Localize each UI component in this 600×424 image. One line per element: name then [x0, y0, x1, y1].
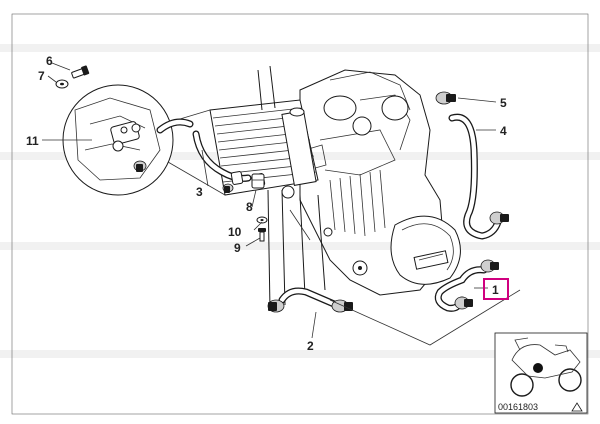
clamp-hose1-upper	[480, 259, 499, 273]
washer-10	[256, 216, 268, 224]
hose-connector-8	[251, 173, 265, 189]
callout-4: 4	[500, 124, 507, 138]
frame-tube	[257, 65, 326, 311]
clamp-hose4-lower	[489, 211, 509, 225]
motorcycle-icon	[510, 337, 582, 397]
hose-4	[448, 113, 502, 240]
clamp-5	[435, 91, 456, 105]
radiator	[209, 99, 319, 199]
callout-1: 1	[492, 283, 499, 297]
callout-5: 5	[500, 96, 507, 110]
small-parts	[251, 173, 268, 242]
washer-7	[55, 79, 69, 89]
hose-1	[434, 266, 488, 312]
callout-11: 11	[26, 134, 39, 148]
corner-triangle-icon	[571, 402, 583, 412]
engine-block	[299, 69, 461, 296]
clamp-hose2-left	[267, 299, 285, 313]
drawing-frame	[11, 13, 589, 415]
callout-6: 6	[46, 54, 53, 68]
callout-7: 7	[38, 69, 45, 83]
reference-number: 00161803	[498, 402, 538, 412]
callout-labels: 1 2 3 4 5 6 7 8 9 10 11	[26, 54, 509, 353]
bolt-6	[71, 65, 90, 79]
hose-2	[278, 287, 338, 308]
location-marker	[533, 363, 543, 373]
callout-10: 10	[228, 225, 242, 239]
callout-3: 3	[196, 185, 203, 199]
cover-logo-plate	[413, 250, 449, 270]
callout-1-highlight-box	[483, 278, 509, 300]
engine-fins	[329, 169, 386, 237]
hose-clamps	[222, 91, 509, 313]
detail-contents	[74, 97, 194, 181]
callout-2: 2	[307, 339, 314, 353]
detail-view	[55, 65, 226, 196]
clamp-hose3	[222, 183, 234, 193]
inset-location-view: 00161803	[494, 332, 588, 414]
callout-9: 9	[234, 241, 241, 255]
screw-9	[258, 228, 266, 242]
clamp-hose1-lower	[454, 296, 473, 310]
leader-lines	[42, 62, 521, 346]
inset-frame	[494, 332, 588, 414]
callout-8: 8	[246, 200, 253, 214]
